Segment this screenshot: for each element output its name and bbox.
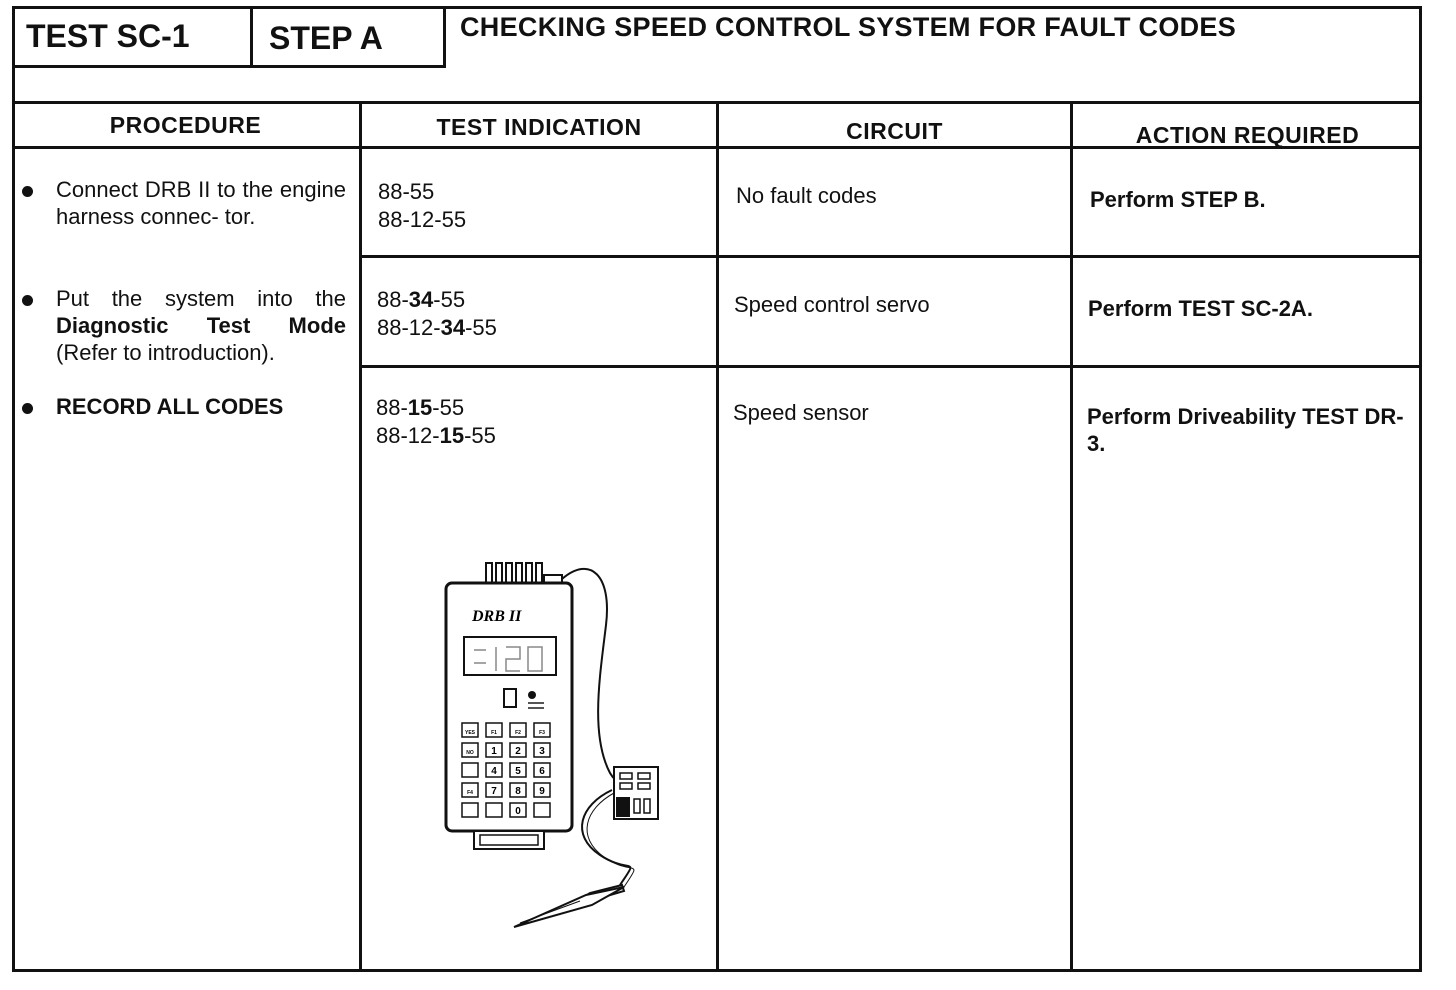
circuit-row-3: Speed sensor <box>733 400 869 425</box>
keypad-key-label: 2 <box>515 746 521 757</box>
fault-code: 88-15-55 <box>376 395 465 420</box>
column-header-procedure: PROCEDURE <box>109 112 262 138</box>
page-title: CHECKING SPEED CONTROL SYSTEM FOR FAULT … <box>460 12 1237 42</box>
indication-row-2: 88-34-55 88-12-34-55 <box>377 286 497 342</box>
keypad-key <box>461 722 479 738</box>
keypad-key-label: F2 <box>515 730 521 736</box>
rule-col3 <box>1070 101 1073 972</box>
fault-code: 88-12-15-55 <box>376 423 496 448</box>
keypad-key <box>509 742 527 758</box>
procedure-step-2: Put the system into the Diagnostic Test … <box>22 285 346 366</box>
keypad-key-label: 3 <box>539 746 545 757</box>
column-header-circuit: CIRCUIT <box>846 118 943 144</box>
bullet-icon <box>22 186 33 197</box>
keypad-key-label: 6 <box>539 766 545 777</box>
keypad-key <box>461 802 479 818</box>
keypad-key-label: F1 <box>491 730 497 736</box>
indication-row-3: 88-15-55 88-12-15-55 <box>376 394 496 450</box>
alligator-clip-icon <box>513 883 626 928</box>
adapter-box-icon <box>613 766 659 820</box>
keypad-key <box>461 742 479 758</box>
keypad-key-label: YES <box>465 730 476 736</box>
action-row-2: Perform TEST SC-2A. <box>1088 296 1313 321</box>
procedure-step-1: Connect DRB II to the engine harness con… <box>22 176 346 230</box>
keypad-key <box>485 802 503 818</box>
keypad-key-label: 4 <box>491 766 497 777</box>
keypad-key <box>509 722 527 738</box>
bullet-icon <box>22 403 33 414</box>
action-row-1: Perform STEP B. <box>1090 187 1266 212</box>
keypad-key <box>485 762 503 778</box>
test-id: TEST SC-1 <box>12 6 253 68</box>
keypad-key <box>533 802 551 818</box>
fault-code: 88-12-34-55 <box>377 315 497 340</box>
keypad-key-label: 1 <box>491 746 497 757</box>
column-header-test-indication: TEST INDICATION <box>436 114 642 140</box>
fault-code: 88-55 <box>378 179 435 204</box>
circuit-row-2: Speed control servo <box>734 292 930 317</box>
keypad-key-label: 8 <box>515 786 521 797</box>
rule-col1 <box>359 101 362 972</box>
circuit-row-1: No fault codes <box>736 183 877 208</box>
keypad-key <box>509 762 527 778</box>
keypad-key <box>533 762 551 778</box>
keypad-key <box>533 782 551 798</box>
procedure-step-3: RECORD ALL CODES <box>22 393 346 420</box>
procedure-step-text: Put the system into the Diagnostic Test … <box>56 286 346 365</box>
keypad-key <box>461 782 479 798</box>
procedure-step-text: RECORD ALL CODES <box>56 394 284 419</box>
keypad-key-label: F4 <box>467 790 473 796</box>
keypad-key-label: 9 <box>539 786 545 797</box>
bullet-icon <box>22 295 33 306</box>
rule-col2 <box>716 101 719 972</box>
device-brand: DRB II <box>471 608 522 625</box>
action-row-3: Perform Driveability TEST DR-3. <box>1087 404 1404 456</box>
keypad-key-label: 0 <box>515 806 521 817</box>
rule-row1-bottom <box>362 255 1422 258</box>
procedure-step-text: Connect DRB II to the engine harness con… <box>56 177 346 229</box>
keypad-key <box>485 742 503 758</box>
fault-code: 88-34-55 <box>377 287 466 312</box>
keypad-key <box>533 722 551 738</box>
keypad-key <box>533 742 551 758</box>
keypad-key <box>509 782 527 798</box>
column-header-action-required: ACTION REQUIRED <box>1135 122 1360 148</box>
keypad-key-label: 5 <box>515 766 521 777</box>
fault-code: 88-12-55 <box>378 207 467 232</box>
indication-row-1: 88-55 88-12-55 <box>378 178 466 234</box>
rule-row2-bottom <box>362 365 1422 368</box>
keypad-key <box>485 722 503 738</box>
device-display <box>463 636 557 676</box>
keypad-key <box>485 782 503 798</box>
keypad-key-label: F3 <box>539 730 545 736</box>
keypad-key <box>461 762 479 778</box>
keypad-key-label: NO <box>466 750 474 756</box>
keypad-key <box>509 802 527 818</box>
keypad-key-label: 7 <box>491 786 497 797</box>
step-id: STEP A <box>253 6 446 68</box>
